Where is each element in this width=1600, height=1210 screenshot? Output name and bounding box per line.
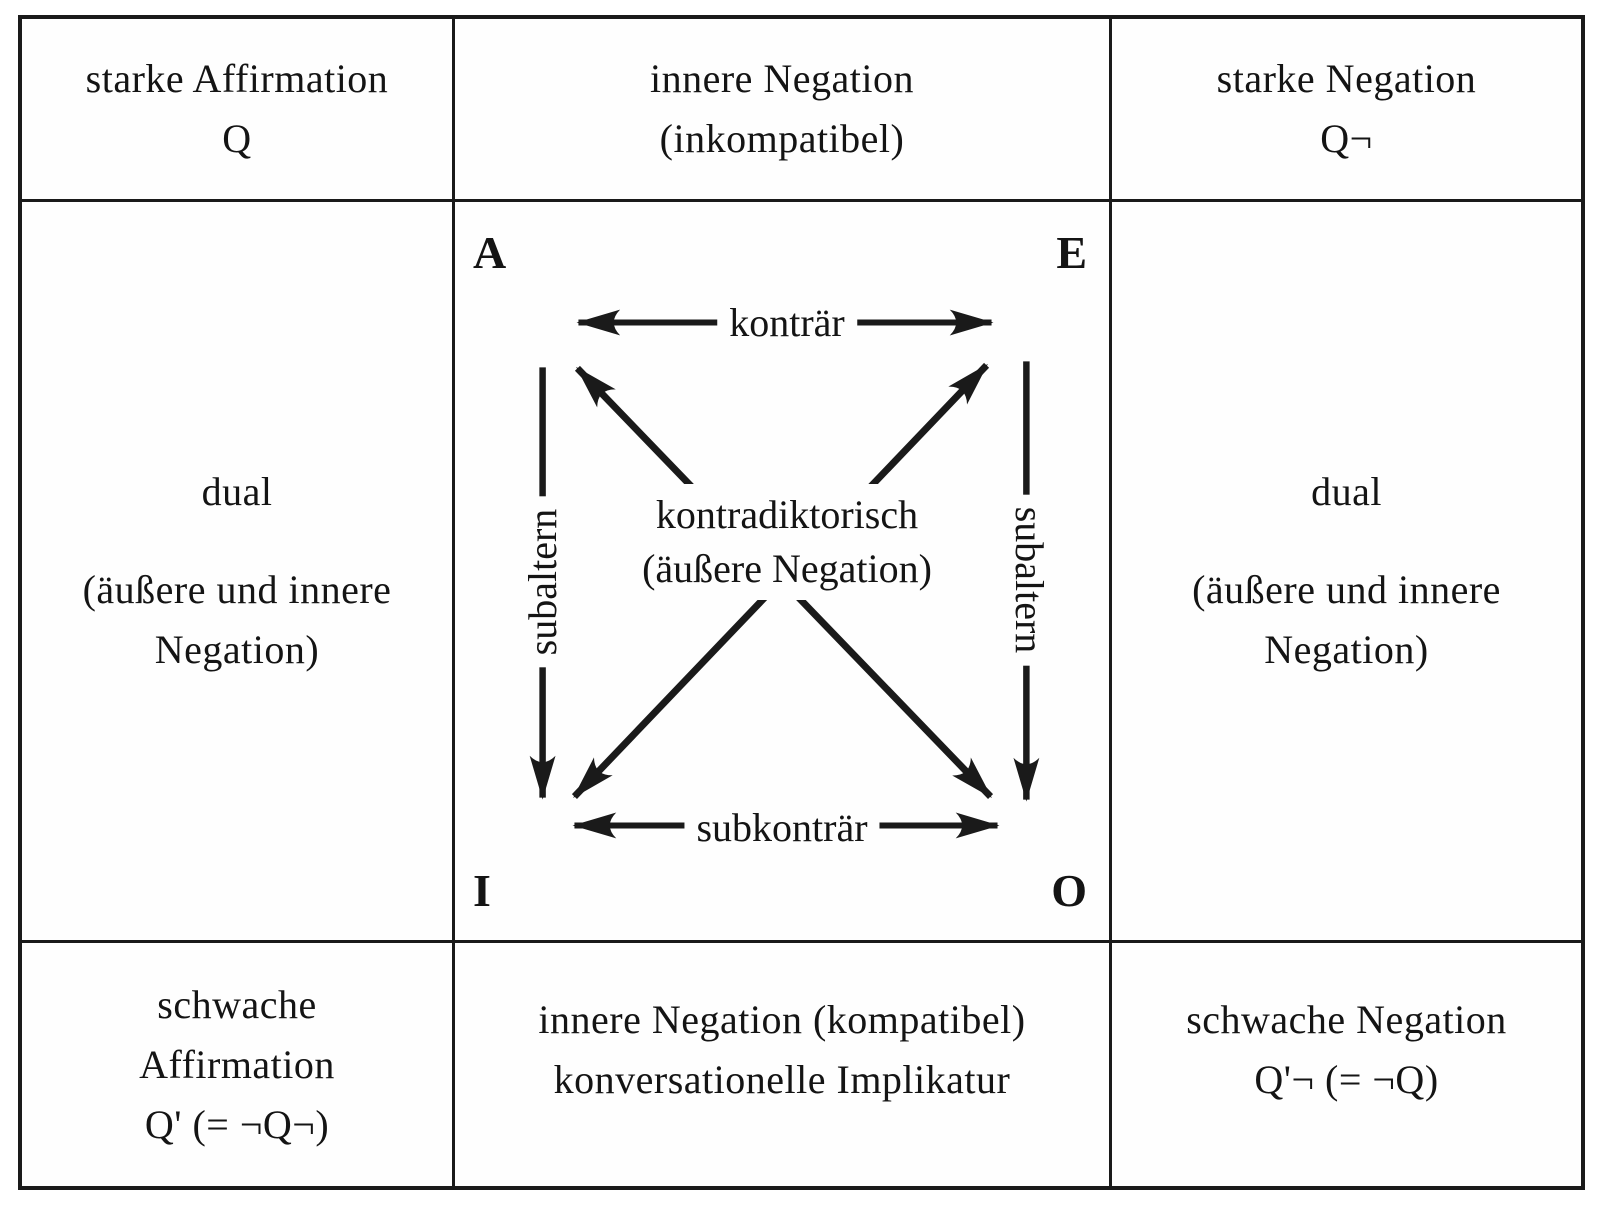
corner-label-i: I xyxy=(473,865,491,916)
dual-left-qualifier-2: Negation) xyxy=(154,627,320,672)
cell-dual-left: dual (äußere und innere Negation) xyxy=(22,202,455,943)
opposition-square-table: starke Affirmation Q innere Negation (in… xyxy=(18,15,1585,1190)
cell-strong-negation: starke Negation Q¬ xyxy=(1112,19,1581,202)
contradictory-label-line1: kontradiktorisch xyxy=(655,492,919,537)
cell-dual-right: dual (äußere und innere Negation) xyxy=(1112,202,1581,943)
dual-left-label: dual xyxy=(201,469,273,514)
dual-right-qualifier-2: Negation) xyxy=(1264,627,1429,672)
strong-negation-label: starke Negation xyxy=(1216,56,1477,101)
dual-left-qualifier-1: (äußere und innere xyxy=(82,567,392,612)
contradictory-label-line2: (äußere Negation) xyxy=(642,546,932,591)
square-of-opposition-diagram: A E I O konträr subkonträr subaltern sub… xyxy=(455,202,1112,943)
inner-negation-compatible-label: innere Negation (kompatibel) xyxy=(538,996,1026,1042)
weak-affirmation-symbol: Q' (= ¬Q¬) xyxy=(144,1101,330,1147)
strong-affirmation-symbol: Q xyxy=(222,116,252,161)
weak-affirmation-label-2: Affirmation xyxy=(139,1041,335,1087)
cell-strong-affirmation: starke Affirmation Q xyxy=(22,19,455,202)
conversational-implicature-label: konversationelle Implikatur xyxy=(553,1056,1011,1102)
inner-negation-qualifier: (inkompatibel) xyxy=(659,116,905,161)
corner-label-o: O xyxy=(1051,865,1087,916)
inner-negation-label: innere Negation xyxy=(649,56,915,101)
contrary-label: konträr xyxy=(717,299,857,347)
weak-negation-label: schwache Negation xyxy=(1186,996,1507,1042)
dual-right-qualifier-1: (äußere und innere xyxy=(1192,567,1501,612)
dual-right-label: dual xyxy=(1311,469,1382,514)
cell-weak-affirmation: schwache Affirmation Q' (= ¬Q¬) xyxy=(22,943,455,1186)
cell-inner-negation-incompatible: innere Negation (inkompatibel) xyxy=(455,19,1112,202)
corner-label-a: A xyxy=(473,227,507,278)
contradictory-label: kontradiktorisch (äußere Negation) xyxy=(626,484,948,600)
subaltern-right-label: subaltern xyxy=(1005,494,1053,666)
weak-negation-symbol: Q'¬ (= ¬Q) xyxy=(1254,1056,1439,1102)
strong-affirmation-label: starke Affirmation xyxy=(85,56,389,101)
strong-negation-symbol: Q¬ xyxy=(1320,116,1373,161)
subcontrary-label: subkonträr xyxy=(684,804,880,852)
corner-label-e: E xyxy=(1056,227,1087,278)
cell-inner-negation-compatible: innere Negation (kompatibel) konversatio… xyxy=(455,943,1112,1186)
subaltern-left-label: subaltern xyxy=(519,496,567,668)
cell-weak-negation: schwache Negation Q'¬ (= ¬Q) xyxy=(1112,943,1581,1186)
weak-affirmation-label-1: schwache xyxy=(157,981,317,1027)
